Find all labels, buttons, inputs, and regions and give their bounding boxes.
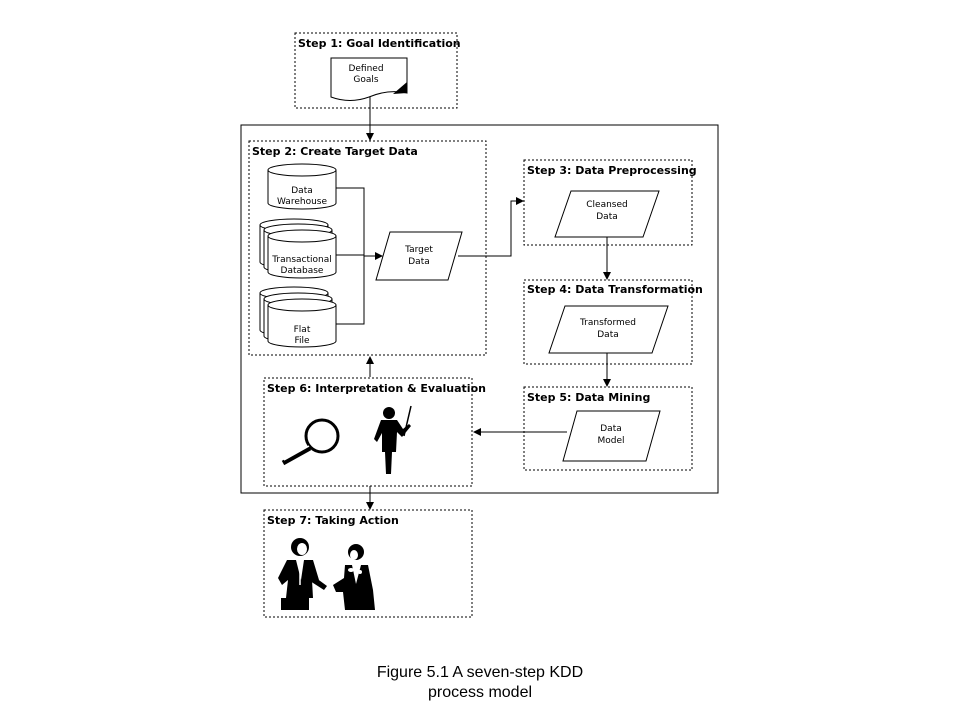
- step-4-title: Step 4: Data Transformation: [527, 283, 703, 296]
- flow-arrows: [366, 97, 611, 510]
- cleansed-data-label-2: Data: [596, 212, 618, 222]
- step-3-title: Step 3: Data Preprocessing: [527, 164, 697, 177]
- data-warehouse-cylinder: Data Warehouse: [267, 163, 337, 210]
- defined-goals-document: Defined Goals: [330, 57, 408, 101]
- figure-caption-line-2: process model: [427, 684, 533, 701]
- figure-caption-line-1: Figure 5.1 A seven-step KDD: [376, 664, 584, 681]
- step-6-box: Step 6: Interpretation & Evaluation: [263, 377, 486, 487]
- data-warehouse-label-2: Warehouse: [277, 197, 327, 207]
- flat-file-cylinders: Flat File: [259, 286, 337, 348]
- step-2-title: Step 2: Create Target Data: [252, 145, 418, 158]
- step-6-title: Step 6: Interpretation & Evaluation: [267, 382, 486, 395]
- data-model-parallelogram: Data Model: [562, 410, 661, 462]
- flat-file-label-2: File: [294, 336, 310, 346]
- transactional-database-label-2: Database: [281, 266, 324, 276]
- step-1-title: Step 1: Goal Identification: [298, 37, 461, 50]
- cleansed-data-parallelogram: Cleansed Data: [554, 190, 660, 238]
- defined-goals-label-1: Defined: [348, 64, 383, 74]
- arrow-step2-to-step3: [458, 197, 524, 257]
- transformed-data-parallelogram: Transformed Data: [548, 305, 669, 354]
- target-data-label-1: Target: [404, 245, 433, 255]
- step-5-box: Step 5: Data Mining Data Model: [523, 386, 693, 471]
- cleansed-data-label-1: Cleansed: [586, 200, 627, 210]
- transactional-database-cylinders: Transactional Database: [259, 218, 337, 279]
- transformed-data-label-1: Transformed: [579, 318, 636, 328]
- step-1-box: Step 1: Goal Identification Defined Goal…: [294, 32, 461, 109]
- figure-caption: Figure 5.1 A seven-step KDD process mode…: [0, 663, 960, 703]
- target-data-label-2: Data: [408, 257, 430, 267]
- data-warehouse-label-1: Data: [291, 186, 313, 196]
- magnifying-glass-icon: [281, 418, 340, 466]
- target-data-parallelogram: Target Data: [375, 231, 463, 281]
- data-model-label-1: Data: [600, 424, 622, 434]
- defined-goals-label-2: Goals: [353, 75, 378, 85]
- businessmen-icon: [278, 538, 375, 610]
- data-model-label-2: Model: [597, 436, 624, 446]
- main-process-frame: [240, 124, 719, 494]
- kdd-process-diagram: Step 1: Goal Identification Defined Goal…: [240, 32, 719, 618]
- flat-file-label-1: Flat: [294, 325, 311, 335]
- step-7-title: Step 7: Taking Action: [267, 514, 399, 527]
- presenter-icon: [374, 405, 412, 474]
- step-5-title: Step 5: Data Mining: [527, 391, 650, 404]
- step-2-box: Step 2: Create Target Data Data Warehous…: [248, 140, 487, 356]
- step-3-box: Step 3: Data Preprocessing Cleansed Data: [523, 159, 697, 246]
- transformed-data-label-2: Data: [597, 330, 619, 340]
- step-7-box: Step 7: Taking Action: [263, 509, 473, 618]
- source-connectors: [336, 187, 383, 325]
- transactional-database-label-1: Transactional: [271, 255, 332, 265]
- step-4-box: Step 4: Data Transformation Transformed …: [523, 279, 703, 365]
